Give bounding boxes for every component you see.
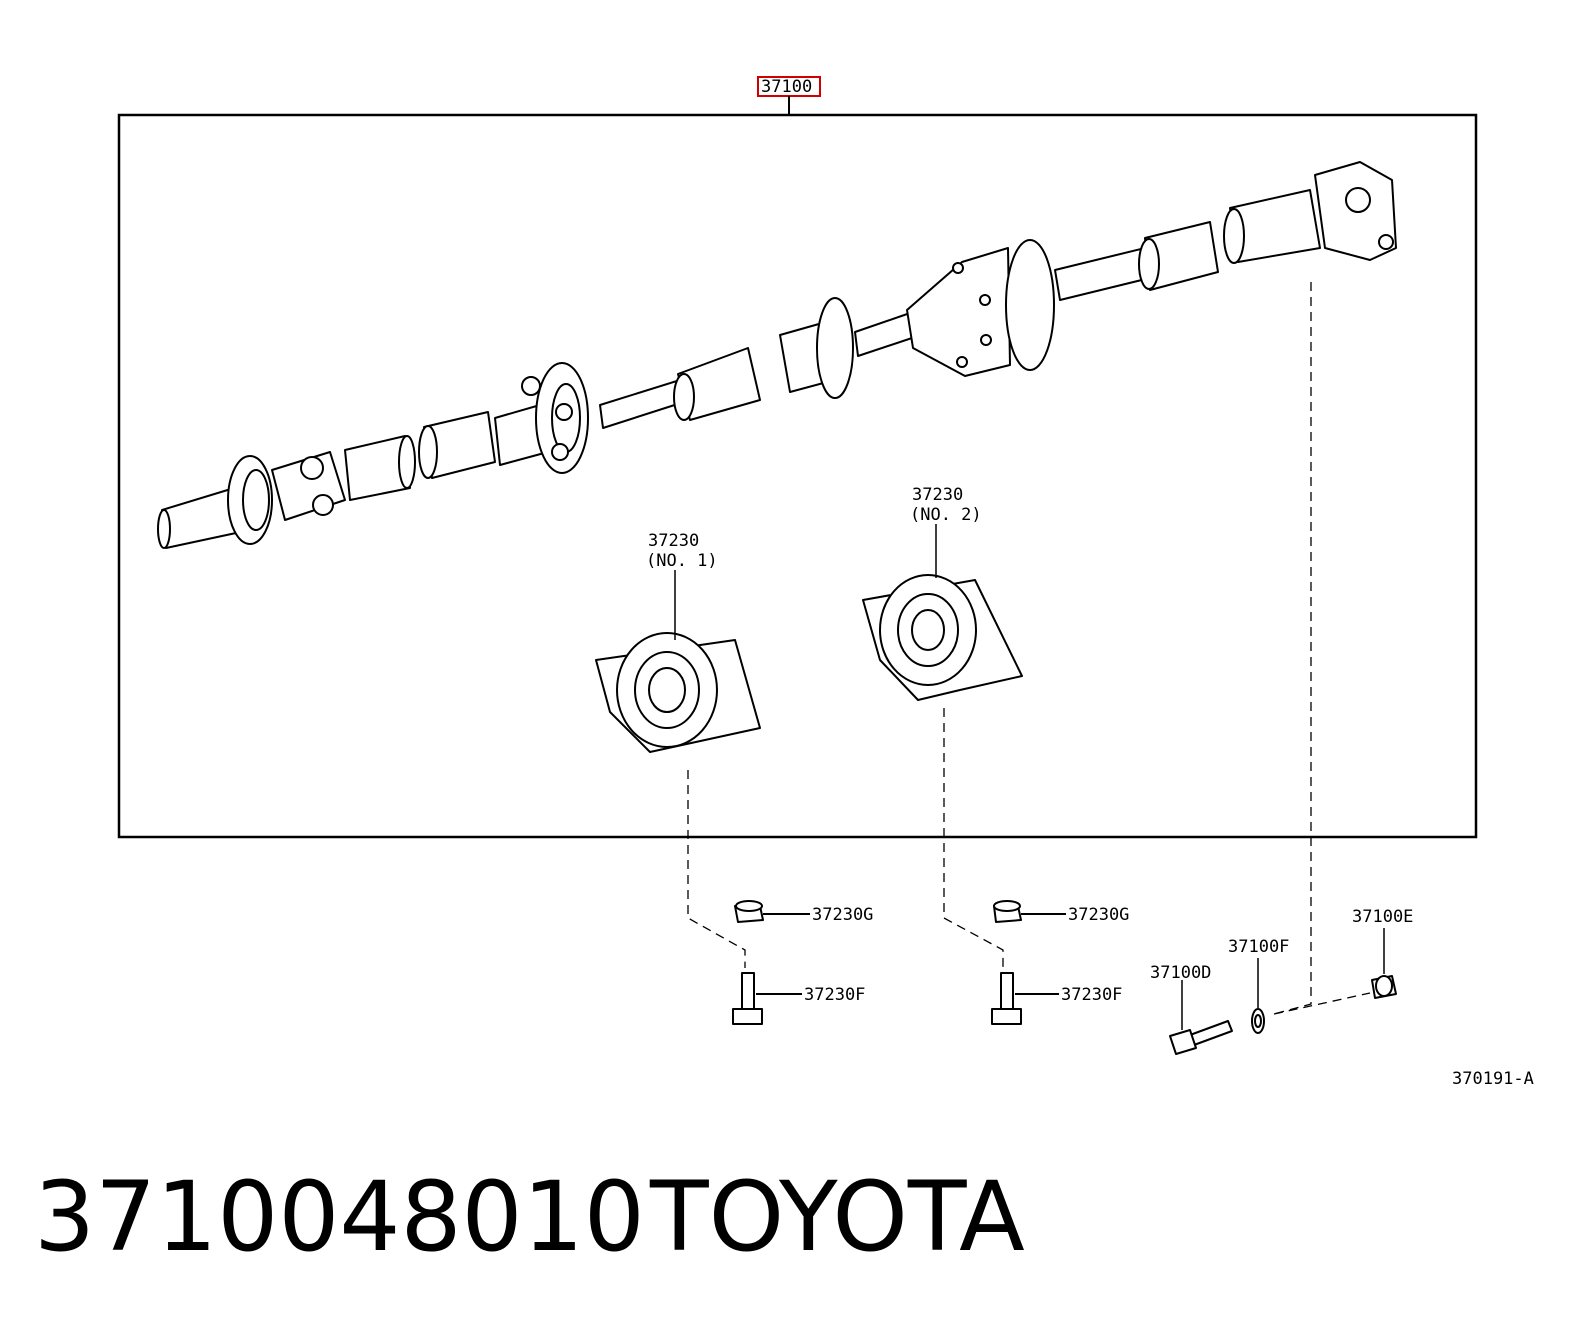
bolt-37230f-1[interactable] bbox=[732, 972, 763, 1025]
washer-37100f-label: 37100F bbox=[1228, 937, 1289, 957]
washer-37100f[interactable] bbox=[1251, 1008, 1265, 1034]
nut-37100e-label: 37100E bbox=[1352, 907, 1413, 927]
bearing-no2-sub: (NO. 2) bbox=[910, 505, 982, 525]
nut-37230g-2-label: 37230G bbox=[1068, 905, 1129, 925]
illustration-id: 370191-A bbox=[1452, 1069, 1534, 1089]
nut-37100e[interactable] bbox=[1371, 975, 1397, 999]
nut-37230g-1-label: 37230G bbox=[812, 905, 873, 925]
bearing-no2-code: 37230 bbox=[912, 485, 963, 505]
nut-37230g-2[interactable] bbox=[993, 900, 1022, 923]
propeller-shaft-illustration bbox=[157, 161, 1397, 549]
center-bearing-no1[interactable] bbox=[595, 632, 761, 753]
bolt-37230f-2-label: 37230F bbox=[1061, 985, 1122, 1005]
center-bearing-no2[interactable] bbox=[862, 574, 1023, 701]
footer-brand: TOYOTA bbox=[649, 1161, 1025, 1273]
assembly-frame bbox=[117, 113, 1478, 839]
bolt-37230f-1-label: 37230F bbox=[804, 985, 865, 1005]
bolt-37230f-2[interactable] bbox=[991, 972, 1022, 1025]
bolt-37100d-label: 37100D bbox=[1150, 963, 1211, 983]
bearing-no1-code: 37230 bbox=[648, 531, 699, 551]
bearing-no1-sub: (NO. 1) bbox=[646, 551, 718, 571]
footer-part-number: 3710048010 bbox=[34, 1161, 645, 1273]
nut-37230g-1[interactable] bbox=[734, 900, 764, 923]
bolt-37100d[interactable] bbox=[1169, 1020, 1233, 1055]
main-part-code[interactable]: 37100 bbox=[761, 77, 812, 97]
